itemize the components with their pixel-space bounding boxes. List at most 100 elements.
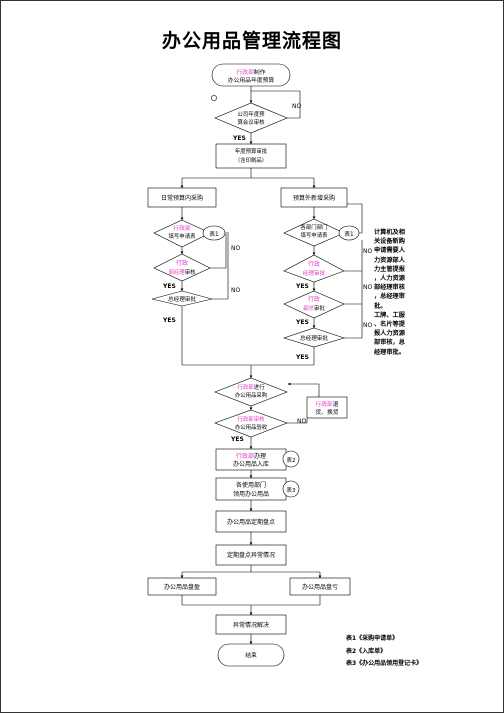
svg-text:总经理审批: 总经理审批 [168, 295, 196, 303]
note-line: 报人力资源 [374, 330, 405, 338]
svg-text:办公用品验收: 办公用品验收 [235, 423, 268, 431]
svg-text:办公用品定期盘点: 办公用品定期盘点 [227, 518, 275, 526]
form-ref-2: 表2 [282, 450, 300, 468]
admin-fill-request-decision: 行政部 填写申请表 [153, 219, 211, 248]
svg-text:行政部退: 行政部退 [315, 400, 338, 408]
svg-text:填写申请表: 填写申请表 [301, 231, 329, 239]
no-label: NO [292, 103, 301, 110]
no-label: NO [363, 248, 372, 255]
connector-circle [211, 95, 217, 101]
page-title: 办公用品管理流程图 [161, 30, 342, 52]
note-line: 力资源部人 [374, 256, 405, 264]
svg-text:行政部进行: 行政部进行 [238, 383, 266, 391]
no-label: NO [297, 418, 306, 425]
svg-text:行政部: 行政部 [173, 224, 191, 232]
note-line: 工牌、工服 [374, 311, 405, 319]
svg-text:公司年度预: 公司年度预 [238, 110, 266, 118]
inventory-surplus-box: 办公用品盘盈 [147, 577, 217, 596]
form-ref-1-left: 表1 [202, 225, 226, 241]
warehouse-in-box: 行政部办理 办公用品入库 [215, 448, 287, 471]
yes-label: YES [162, 317, 176, 324]
note-line: 部经理审核 [374, 284, 405, 292]
legend-item: 表1《采购申请单》 [346, 635, 399, 642]
svg-text:表1: 表1 [209, 230, 219, 238]
svg-text:货、换货: 货、换货 [315, 408, 338, 416]
svg-text:总经理审批: 总经理审批 [300, 334, 328, 342]
note-line: 部审核，总 [374, 339, 405, 347]
svg-text:定期盘点异常情况: 定期盘点异常情况 [227, 551, 275, 559]
note-line: ，总经理审 [374, 293, 405, 301]
yes-label: YES [232, 135, 246, 142]
note-line: 力主管提报 [374, 265, 405, 273]
svg-text:表3: 表3 [286, 486, 296, 494]
svg-text:行政: 行政 [176, 259, 188, 267]
end-node: 结束 [217, 643, 285, 667]
svg-text:年度预算审批: 年度预算审批 [235, 147, 268, 155]
svg-text:领用办公用品: 领用办公用品 [233, 490, 269, 498]
note-line: ，人力资源 [374, 275, 405, 283]
svg-text:办公用品盘盈: 办公用品盘盈 [164, 583, 200, 591]
yes-label: YES [162, 283, 176, 290]
yes-label: YES [230, 436, 244, 443]
acceptance-decision: 行政部审核 办公用品验收 [214, 409, 288, 438]
yes-label: YES [295, 354, 309, 361]
svg-text:行政: 行政 [308, 295, 320, 303]
svg-text:办公用品盘亏: 办公用品盘亏 [302, 583, 338, 591]
form-ref-3: 表3 [282, 480, 300, 498]
svg-text:办公用品年度预算: 办公用品年度预算 [228, 76, 275, 84]
svg-text:行政部办理: 行政部办理 [236, 452, 266, 460]
svg-text:表2: 表2 [286, 456, 295, 464]
svg-text:预算外新增采购: 预算外新增采购 [293, 194, 335, 202]
svg-text:部经理审核: 部经理审核 [169, 268, 197, 276]
svg-text:行政部审核: 行政部审核 [238, 415, 266, 423]
budget-meeting-decision: 公司年度预 算会议审核 [214, 102, 288, 134]
inventory-exception-box: 定期盘点异常情况 [215, 544, 287, 566]
svg-text:各部门部门: 各部门部门 [301, 223, 328, 231]
svg-text:结束: 结束 [245, 651, 257, 659]
svg-text:表1: 表1 [344, 230, 354, 238]
daily-purchase-box: 日常预算内采购 [147, 187, 217, 208]
dept-fill-request-decision: 各部门部门 填写申请表 [283, 218, 345, 247]
note-line: 批。 [374, 302, 387, 310]
svg-text:异常情况解决: 异常情况解决 [233, 621, 269, 629]
start-node: 行政部制作 办公用品年度预算 [211, 63, 291, 87]
note-line: 申请需要人 [374, 247, 405, 255]
note-line: 计算机及相 [374, 229, 405, 236]
no-label: NO [363, 284, 372, 291]
svg-text:算会议审核: 算会议审核 [238, 118, 266, 126]
svg-text:副总审批: 副总审批 [303, 304, 325, 312]
svg-text:行政: 行政 [308, 260, 320, 268]
return-exchange-box: 行政部退 货、换货 [306, 396, 348, 419]
annual-budget-approval: 年度预算审批 （含印刷品） [215, 143, 287, 169]
no-label: NO [231, 287, 240, 294]
no-label: NO [363, 322, 372, 329]
extra-purchase-box: 预算外新增采购 [280, 187, 348, 208]
dept-collect-box: 各使用部门 领用办公用品 [215, 477, 287, 501]
side-note: 计算机及相 关设备新购 申请需要人 力资源部人 力主管提报 ，人力资源 部经理审… [374, 228, 444, 357]
svg-text:办公用品入库: 办公用品入库 [233, 460, 269, 468]
admin-manager-approval-decision: 行政 经理审批 [283, 254, 345, 283]
note-line: 经理审批。 [374, 348, 405, 356]
legend-item: 表3《办公用品领用登记卡》 [346, 660, 423, 667]
svg-text:日常预算内采购: 日常预算内采购 [161, 194, 203, 202]
gm-approval-right: 总经理审批 [283, 327, 345, 348]
svg-text:经理审批: 经理审批 [303, 269, 326, 277]
purchase-decision: 行政部进行 办公用品采购 [214, 377, 288, 407]
resolve-exception-box: 异常情况解决 [215, 614, 287, 635]
admin-vp-approval-decision: 行政 副总审批 [283, 290, 345, 319]
note-line: 关设备新购 [374, 238, 405, 246]
no-label: NO [231, 245, 240, 252]
legend-item: 表2《入库单》 [346, 648, 387, 655]
form-ref-1-right: 表1 [338, 225, 360, 241]
svg-text:填写申请表: 填写申请表 [169, 232, 197, 240]
yes-label: YES [295, 319, 309, 326]
svg-text:（含印刷品）: （含印刷品） [235, 156, 267, 164]
svg-text:行政部制作: 行政部制作 [236, 68, 265, 76]
note-line: 、名片等提 [374, 321, 405, 329]
yes-label: YES [295, 283, 309, 290]
gm-approval-left: 总经理审批 [151, 290, 213, 307]
svg-text:各使用部门: 各使用部门 [236, 481, 266, 489]
periodic-inventory-box: 办公用品定期盘点 [215, 510, 287, 533]
admin-manager-review-decision: 行政 部经理审核 [153, 253, 211, 282]
